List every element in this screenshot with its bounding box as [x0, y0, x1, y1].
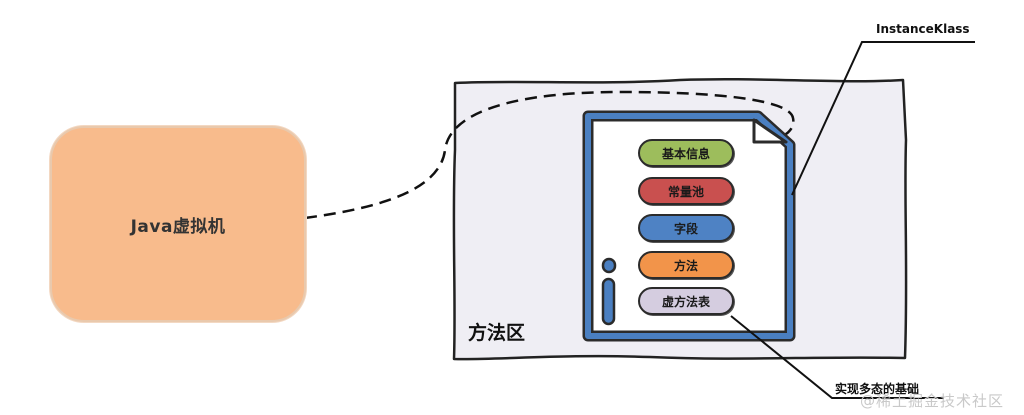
jvm-box: Java虚拟机 [50, 126, 306, 322]
section-constant-pool: 常量池 [638, 177, 734, 205]
watermark: @稀土掘金技术社区 [860, 390, 1004, 411]
info-icon [603, 259, 615, 324]
instance-klass-label: InstanceKlass [876, 22, 970, 36]
section-basic-info-label: 基本信息 [662, 145, 710, 162]
section-fields: 字段 [638, 214, 734, 242]
jvm-label: Java虚拟机 [131, 212, 226, 237]
section-vtable: 虚方法表 [638, 287, 734, 315]
section-constant-pool-label: 常量池 [668, 183, 704, 200]
section-basic-info: 基本信息 [638, 139, 734, 167]
section-methods: 方法 [638, 251, 734, 279]
section-methods-label: 方法 [674, 257, 698, 274]
method-area-label: 方法区 [468, 318, 525, 345]
section-fields-label: 字段 [674, 220, 698, 237]
section-vtable-label: 虚方法表 [662, 293, 710, 310]
